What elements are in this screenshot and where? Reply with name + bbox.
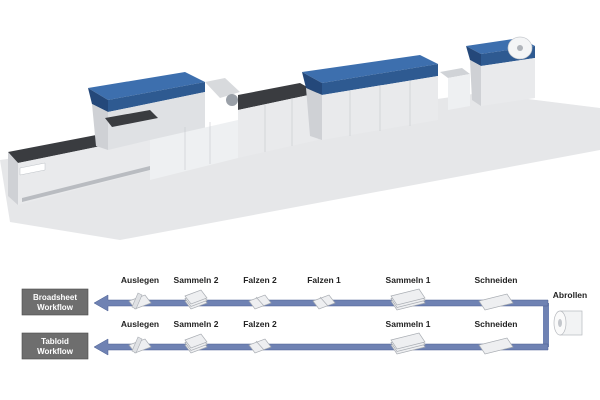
machine-section-main	[302, 55, 438, 140]
workflow-step-label: Auslegen	[121, 319, 159, 329]
workflow-step: Sammeln 2	[174, 275, 219, 310]
workflow-step-label: Falzen 2	[243, 275, 277, 285]
workflow-step: Schneiden	[475, 275, 518, 311]
workflow-step-label: Sammeln 1	[386, 275, 431, 285]
auslegen-icon	[128, 336, 152, 354]
workflow-step-label: Sammeln 2	[174, 275, 219, 285]
source-label: Abrollen	[553, 290, 587, 300]
workflow-step-label: Falzen 1	[307, 275, 341, 285]
machine-floor	[0, 93, 600, 240]
paper-roll-icon	[553, 310, 583, 336]
sammeln2-icon	[184, 333, 208, 354]
workflow-target-label: Workflow	[37, 347, 74, 356]
workflow-step-label: Auslegen	[121, 275, 159, 285]
workflow-target-label: Broadsheet	[33, 293, 77, 302]
workflow-step-label: Sammeln 2	[174, 319, 219, 329]
auslegen-icon	[128, 292, 152, 310]
workflow-step: Falzen 1	[307, 275, 341, 310]
sammeln2-icon	[184, 289, 208, 310]
workflow-target-label: Workflow	[37, 303, 74, 312]
machine-section-unwinder	[466, 36, 535, 106]
falzen2-icon	[248, 294, 272, 310]
workflow-step-label: Schneiden	[475, 319, 518, 329]
workflow-step-label: Schneiden	[475, 275, 518, 285]
workflow-step: Falzen 2	[243, 275, 277, 310]
schneiden-icon	[478, 337, 514, 355]
workflow-step-label: Falzen 2	[243, 319, 277, 329]
sammeln1-icon	[390, 288, 426, 311]
printing-machine	[0, 36, 600, 240]
workflow-step: Sammeln 1	[386, 275, 431, 311]
machine-section-connector	[205, 78, 318, 158]
falzen1-icon	[312, 294, 336, 310]
workflow-step: Sammeln 2	[174, 319, 219, 354]
workflow-step: Auslegen	[121, 275, 159, 310]
workflow-step: Falzen 2	[243, 319, 277, 354]
machine-section-intermediate	[440, 68, 470, 110]
workflow-arrow-tabloid	[93, 338, 549, 356]
workflow-step: Schneiden	[475, 319, 518, 355]
sammeln1-icon	[390, 332, 426, 355]
machine-section-gathering	[88, 72, 238, 180]
workflow-step: Sammeln 1	[386, 319, 431, 355]
falzen2-icon	[248, 338, 272, 354]
workflow-step-label: Sammeln 1	[386, 319, 431, 329]
machine-section-delivery	[8, 125, 160, 205]
schneiden-icon	[478, 293, 514, 311]
workflow-source: Abrollen	[553, 290, 587, 336]
workflow-step: Auslegen	[121, 319, 159, 354]
workflow-target-label: Tabloid	[41, 337, 69, 346]
